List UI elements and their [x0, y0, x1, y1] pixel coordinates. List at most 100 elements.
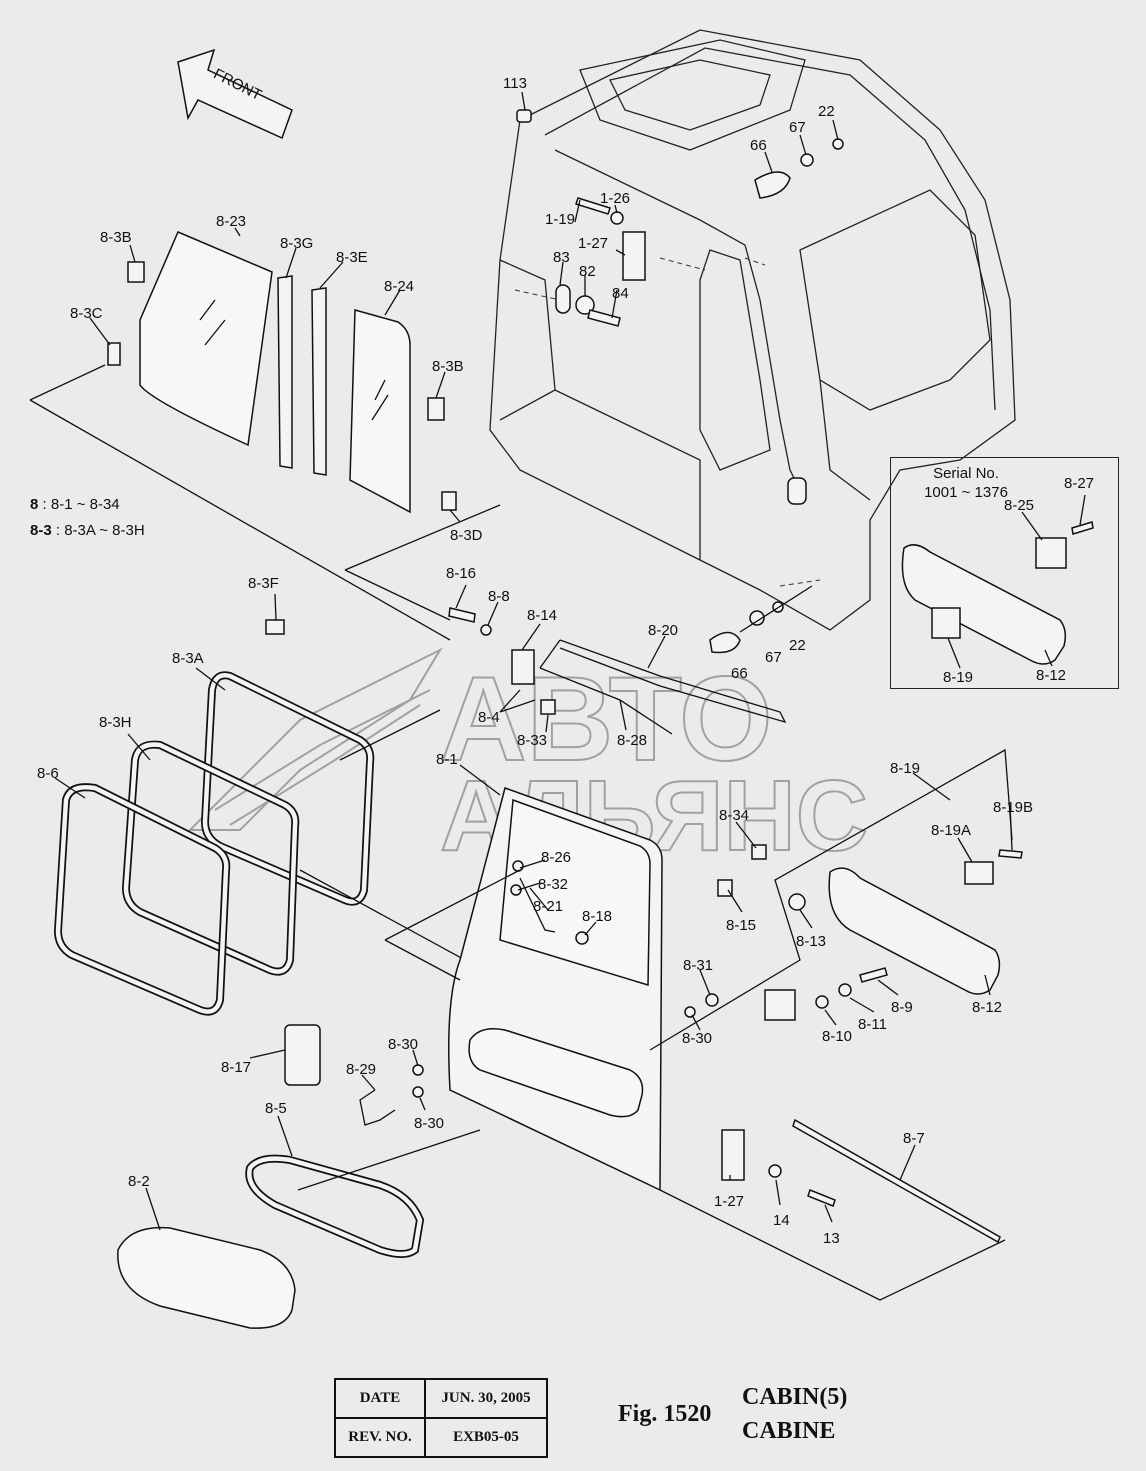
label-1-26: 1-26 [600, 190, 630, 207]
part-8-33 [540, 699, 556, 715]
label-8-20: 8-20 [648, 622, 678, 639]
bolt-8-26 [512, 860, 524, 872]
label-1-27-lower: 1-27 [714, 1193, 744, 1210]
screw-8-19B [998, 849, 1023, 859]
washer-8-30-a [412, 1064, 424, 1076]
date-value: JUN. 30, 2005 [424, 1378, 548, 1419]
hinge-1-27-lower [721, 1129, 745, 1181]
part-8-3C [107, 342, 121, 366]
label-82: 82 [579, 263, 596, 280]
part-8-34 [751, 844, 767, 860]
seal-8-3E [311, 287, 327, 476]
rod-8-20 [559, 639, 787, 724]
label-8-19A: 8-19A [931, 822, 971, 839]
figure-title-en: CABIN(5) [742, 1384, 848, 1410]
label-8-16: 8-16 [446, 565, 476, 582]
label-8-13: 8-13 [796, 933, 826, 950]
cabin-body [489, 29, 1016, 631]
leader-lines [54, 91, 1086, 1231]
washer-8-32 [510, 884, 522, 896]
part-8-3B-left [127, 261, 145, 283]
label-22-upper: 22 [818, 103, 835, 120]
legend-line-2: 8-3 : 8-3A ~ 8-3H [30, 522, 145, 539]
door-latch-parts [448, 607, 787, 735]
door-lower-parts [117, 1024, 1006, 1329]
label-8-6: 8-6 [37, 765, 59, 782]
part-8-15 [717, 879, 733, 897]
label-8-12: 8-12 [972, 999, 1002, 1016]
label-8-27: 8-27 [1064, 475, 1094, 492]
washer-8-8 [480, 624, 492, 636]
seal-8-3G [277, 275, 293, 469]
revision-table: DATE JUN. 30, 2005 REV. NO. EXB05-05 [334, 1378, 548, 1458]
part-8-3B-right [427, 397, 445, 421]
label-8-7: 8-7 [903, 1130, 925, 1147]
part-67-upper [800, 153, 814, 167]
legend-key-1: 8 [30, 496, 39, 513]
label-8-3B-right: 8-3B [432, 358, 464, 375]
label-8-10: 8-10 [822, 1028, 852, 1045]
label-8-31: 8-31 [683, 957, 713, 974]
window-frames [53, 619, 521, 1016]
rod-8-21 [519, 877, 556, 933]
legend-range-1: : 8-1 ~ 8-34 [42, 496, 120, 513]
label-8-8: 8-8 [488, 588, 510, 605]
label-8-32: 8-32 [538, 876, 568, 893]
part-83 [555, 284, 571, 314]
label-8-5: 8-5 [265, 1100, 287, 1117]
label-8-1: 8-1 [436, 751, 458, 768]
label-8-4: 8-4 [478, 709, 500, 726]
label-1-19: 1-19 [545, 211, 575, 228]
door-8-1 [384, 748, 1013, 1192]
part-8-3F [265, 619, 285, 635]
figure-number: Fig. 1520 [618, 1401, 712, 1427]
screw-8-27 [1071, 521, 1094, 535]
washer-8-10 [815, 995, 829, 1009]
serial-line-1: Serial No. [933, 465, 999, 482]
rev-value: EXB05-05 [424, 1417, 548, 1458]
label-8-26: 8-26 [541, 849, 571, 866]
label-8-29: 8-29 [346, 1061, 376, 1078]
inner-handle-assembly [764, 849, 1023, 1021]
legend-key-2: 8-3 [30, 522, 52, 539]
label-67-lower: 67 [765, 649, 782, 666]
washer-8-30 [684, 1006, 696, 1018]
glass-8-23 [139, 231, 273, 447]
bolt-8-16 [448, 607, 476, 623]
front-arrow: FRONT [177, 48, 293, 140]
serial-line-2: 1001 ~ 1376 [924, 484, 1008, 501]
part-1-19 [575, 197, 611, 215]
cover-8-12-serial [901, 544, 1067, 665]
clip-8-13 [788, 893, 806, 911]
label-8-3B-left: 8-3B [100, 229, 132, 246]
bolt-13 [807, 1189, 836, 1207]
frame-8-6 [53, 783, 231, 1016]
revision-row-rev: REV. NO. EXB05-05 [334, 1417, 548, 1458]
label-66-upper: 66 [750, 137, 767, 154]
label-66-lower: 66 [731, 665, 748, 682]
label-8-3E: 8-3E [336, 249, 368, 266]
label-8-33: 8-33 [517, 732, 547, 749]
label-1-27-upper: 1-27 [578, 235, 608, 252]
label-8-3F: 8-3F [248, 575, 279, 592]
label-8-15: 8-15 [726, 917, 756, 934]
part-84 [587, 309, 621, 327]
watermark-line-1: АВТО [440, 652, 772, 786]
glass-8-24 [349, 309, 411, 514]
label-8-3H: 8-3H [99, 714, 132, 731]
latch-8-14 [511, 649, 535, 685]
label-67-upper: 67 [789, 119, 806, 136]
part-66-lower [709, 631, 741, 654]
label-22-lower: 22 [789, 637, 806, 654]
part-1-26 [610, 211, 624, 225]
label-8-3D: 8-3D [450, 527, 483, 544]
washer-8-30-b [412, 1086, 424, 1098]
handle-8-19 [764, 989, 796, 1021]
serial-box-parts [901, 521, 1094, 665]
serial-heading: Serial No. 1001 ~ 1376 [891, 464, 1041, 502]
label-8-18: 8-18 [582, 908, 612, 925]
handle-8-25 [1035, 537, 1067, 569]
rev-label: REV. NO. [334, 1417, 426, 1458]
nut-8-31 [705, 993, 719, 1007]
